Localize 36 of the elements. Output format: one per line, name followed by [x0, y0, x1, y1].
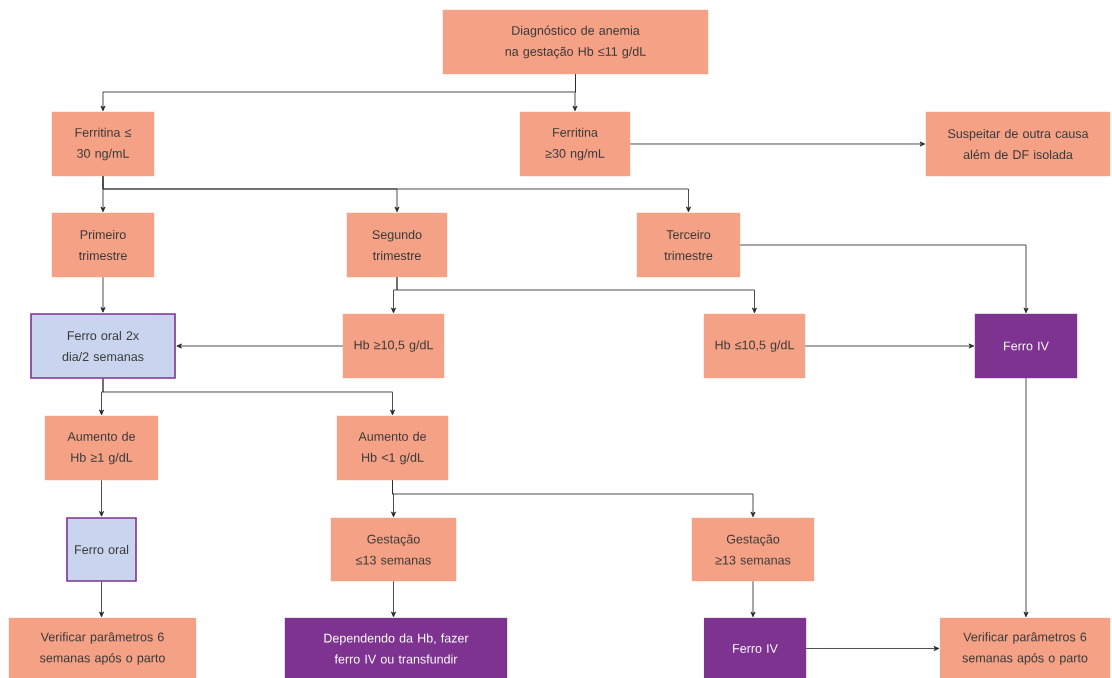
process-box: Suspeitar de outra causa além de DF isolada [925, 111, 1111, 177]
process-box: Ferro IV [974, 313, 1078, 379]
process-box: Verificar parâmetros 6 semanas após o parto [939, 617, 1111, 678]
process-box: Ferro IV [703, 617, 807, 678]
arrow [572, 73, 578, 112]
process-box: Hb ≥10,5 g/dL [342, 313, 445, 379]
process-box: Gestação ≤13 semanas [330, 517, 457, 582]
process-box: Primeiro trimestre [51, 212, 155, 278]
process-box: Verificar parâmetros 6 semanas após o parto [8, 617, 197, 678]
arrow [102, 378, 395, 416]
process-box: Ferro oral 2x dia/2 semanas [30, 313, 176, 379]
process-box: Aumento de Hb ≥1 g/dL [44, 415, 159, 481]
arrow [99, 479, 104, 517]
arrow [804, 343, 975, 349]
arrow [99, 581, 104, 618]
arrow [805, 646, 940, 651]
arrow [102, 175, 691, 213]
process-box: Gestação ≥13 semanas [691, 517, 815, 582]
process-box: Segundo trimestre [346, 212, 448, 278]
arrow [1023, 377, 1029, 618]
process-box: Diagnóstico de anemia na gestação Hb ≤11 g/dL [442, 9, 709, 75]
arrow [396, 276, 757, 314]
process-box: Terceiro trimestre [636, 212, 741, 278]
arrow [176, 343, 344, 349]
process-box: Dependendo da Hb, fazer ferro IV ou transfundir [284, 617, 508, 678]
arrow [391, 580, 396, 618]
arrow [100, 276, 106, 313]
arrow [750, 580, 756, 618]
process-box: Ferritina ≥30 ng/mL [519, 111, 631, 177]
arrow [629, 141, 926, 147]
process-box: Ferro oral [66, 517, 137, 582]
arrow [392, 479, 756, 518]
process-box: Hb ≤10,5 g/dL [703, 313, 806, 379]
process-box: Aumento de Hb <1 g/dL [336, 415, 449, 481]
process-box: Ferritina ≤ 30 ng/mL [51, 111, 155, 177]
arrow [739, 244, 1029, 314]
